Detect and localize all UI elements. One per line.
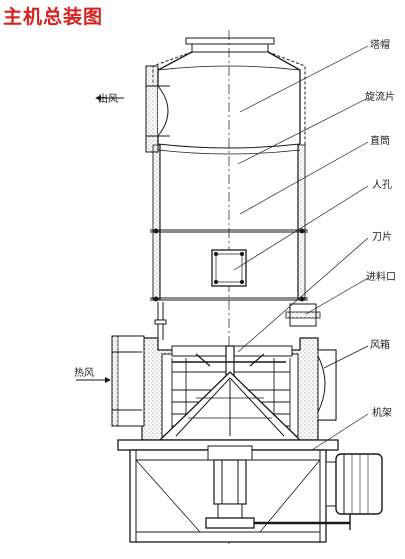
feed-inlet (285, 303, 321, 327)
callout-air-chamber: 风箱 (370, 340, 390, 351)
callout-blade: 刀片 (372, 232, 392, 243)
side-pipe (154, 302, 167, 340)
outlet-label: 出风 (98, 94, 118, 105)
manhole (211, 249, 247, 287)
drive-motor (325, 453, 383, 530)
inlet-label: 热风 (74, 368, 94, 379)
callout-leaders (233, 45, 369, 451)
outlet-duct (145, 65, 170, 153)
callout-feed-inlet: 进料口 (366, 272, 396, 283)
callout-tower-cap: 塔帽 (370, 40, 390, 51)
drive-shaft (205, 445, 350, 529)
callout-swirl-vane: 旋流片 (365, 92, 395, 103)
hot-air-inlet (111, 335, 145, 427)
callout-manhole: 人孔 (372, 180, 392, 191)
callout-frame: 机架 (372, 408, 392, 419)
callout-straight-tube: 直筒 (370, 136, 390, 147)
diagram-title: 主机总装图 (3, 6, 104, 28)
